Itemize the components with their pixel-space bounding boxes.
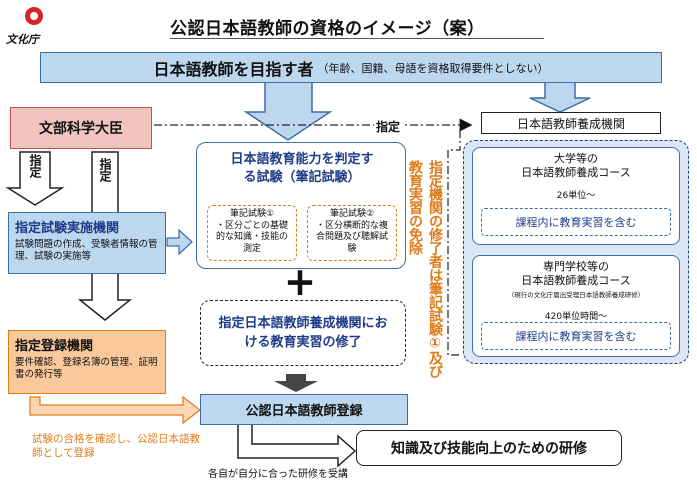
exam-box: 日本語教育能力を判定する試験（筆記試験） 筆記試験① ・区分ごとの基礎的な知識・…: [196, 142, 406, 269]
certified-label: 公認日本語教師登録: [245, 404, 363, 419]
practice-box-text: 指定日本語教師養成機関における教育実習の修了: [218, 316, 388, 350]
univ-practice-label: 課程内に教育実習を含む: [515, 216, 637, 229]
top-banner-note: （年齢、国籍、母語を資格取得要件としない）: [317, 61, 549, 75]
top-banner-main: 日本語教師を目指す者: [153, 59, 314, 79]
exam2-box: 筆記試験② ・区分横断的な複合問題及び聴解試験: [307, 205, 397, 261]
vocational-course-units: 420単位時間～: [544, 312, 608, 322]
exam-body-desc: 試験問題の作成、受験者情報の管理、試験の実施等: [15, 239, 158, 262]
registration-body-desc: 要件確認、登録名簿の管理、証明書の発行等: [15, 357, 158, 380]
logo: 文化庁: [6, 6, 46, 46]
institutions-title-box: 日本語教師養成機関: [481, 112, 661, 134]
exam-box-title: 日本語教育能力を判定する試験（筆記試験）: [230, 152, 374, 185]
univ-course-box: 大学等の 日本語教師養成コース 26単位～ 課程内に教育実習を含む: [472, 147, 680, 245]
arrow-registration-to-certified: [29, 395, 201, 425]
vocational-course-title: 専門学校等の 日本語教師養成コース: [521, 260, 631, 287]
logo-text: 文化庁: [6, 33, 39, 46]
univ-course-units: 26単位～: [556, 191, 596, 201]
institutions-title: 日本語教師養成機関: [516, 116, 625, 131]
page-title: 公認日本語教師の資格のイメージ（案）: [170, 19, 485, 39]
arrow-practice-to-certified: [274, 374, 318, 392]
registration-note: 試験の合格を確認し、公認日本語教師として登録: [32, 433, 200, 459]
training-box: 知識及び技能向上のための研修: [356, 430, 622, 466]
registration-body-title: 指定登録機関: [15, 339, 94, 354]
mext-label: 文部科学大臣: [39, 121, 123, 137]
exam-body-title: 指定試験実施機関: [15, 221, 120, 236]
certified-box: 公認日本語教師登録: [200, 394, 408, 425]
arrow-banner-to-exam: [243, 81, 333, 141]
registration-body-box: 指定登録機関 要件確認、登録名簿の管理、証明書の発行等: [8, 330, 166, 394]
bracket-exemption: [447, 130, 461, 356]
exemption-text-col2: 教育実習の免除: [407, 160, 423, 255]
arrow-mext-to-exam-body: [5, 151, 65, 206]
univ-practice-box: 課程内に教育実習を含む: [481, 208, 671, 236]
plus-sign: ＋: [284, 266, 316, 303]
vocational-practice-box: 課程内に教育実習を含む: [481, 322, 671, 350]
arrow-exam-body-to-exam: [166, 228, 193, 256]
training-label: 知識及び技能向上のための研修: [391, 441, 587, 457]
title-rule: [170, 38, 544, 39]
designate-label-right: 指定: [374, 118, 403, 135]
training-note: 各自が自分に合った研修を受講: [208, 469, 348, 480]
designate-label-left: 指定: [26, 154, 44, 178]
logo-mark-icon: [25, 7, 43, 25]
vocational-course-subnote: （現行の文化庁届出受理日本語教師養成研修）: [507, 291, 645, 299]
mext-box: 文部科学大臣: [10, 107, 152, 149]
designate-label-mid: 指定: [96, 158, 114, 182]
vocational-course-box: 専門学校等の 日本語教師養成コース （現行の文化庁届出受理日本語教師養成研修） …: [472, 255, 680, 357]
practice-box: 指定日本語教師養成機関における教育実習の修了: [200, 300, 406, 366]
arrow-banner-to-institutions: [529, 81, 591, 113]
univ-course-title: 大学等の 日本語教師養成コース: [521, 152, 631, 179]
exam-body-box: 指定試験実施機関 試験問題の作成、受験者情報の管理、試験の実施等: [8, 212, 166, 274]
exam1-box: 筆記試験① ・区分ごとの基礎的な知識・技能の測定: [207, 205, 297, 261]
vocational-practice-label: 課程内に教育実習を含む: [515, 330, 637, 343]
exemption-text-col1: 指定機関の修了者は筆記試験①及び: [427, 160, 443, 378]
arrow-certified-to-training: [237, 421, 357, 468]
top-banner: 日本語教師を目指す者 （年齢、国籍、母語を資格取得要件としない）: [40, 52, 662, 83]
